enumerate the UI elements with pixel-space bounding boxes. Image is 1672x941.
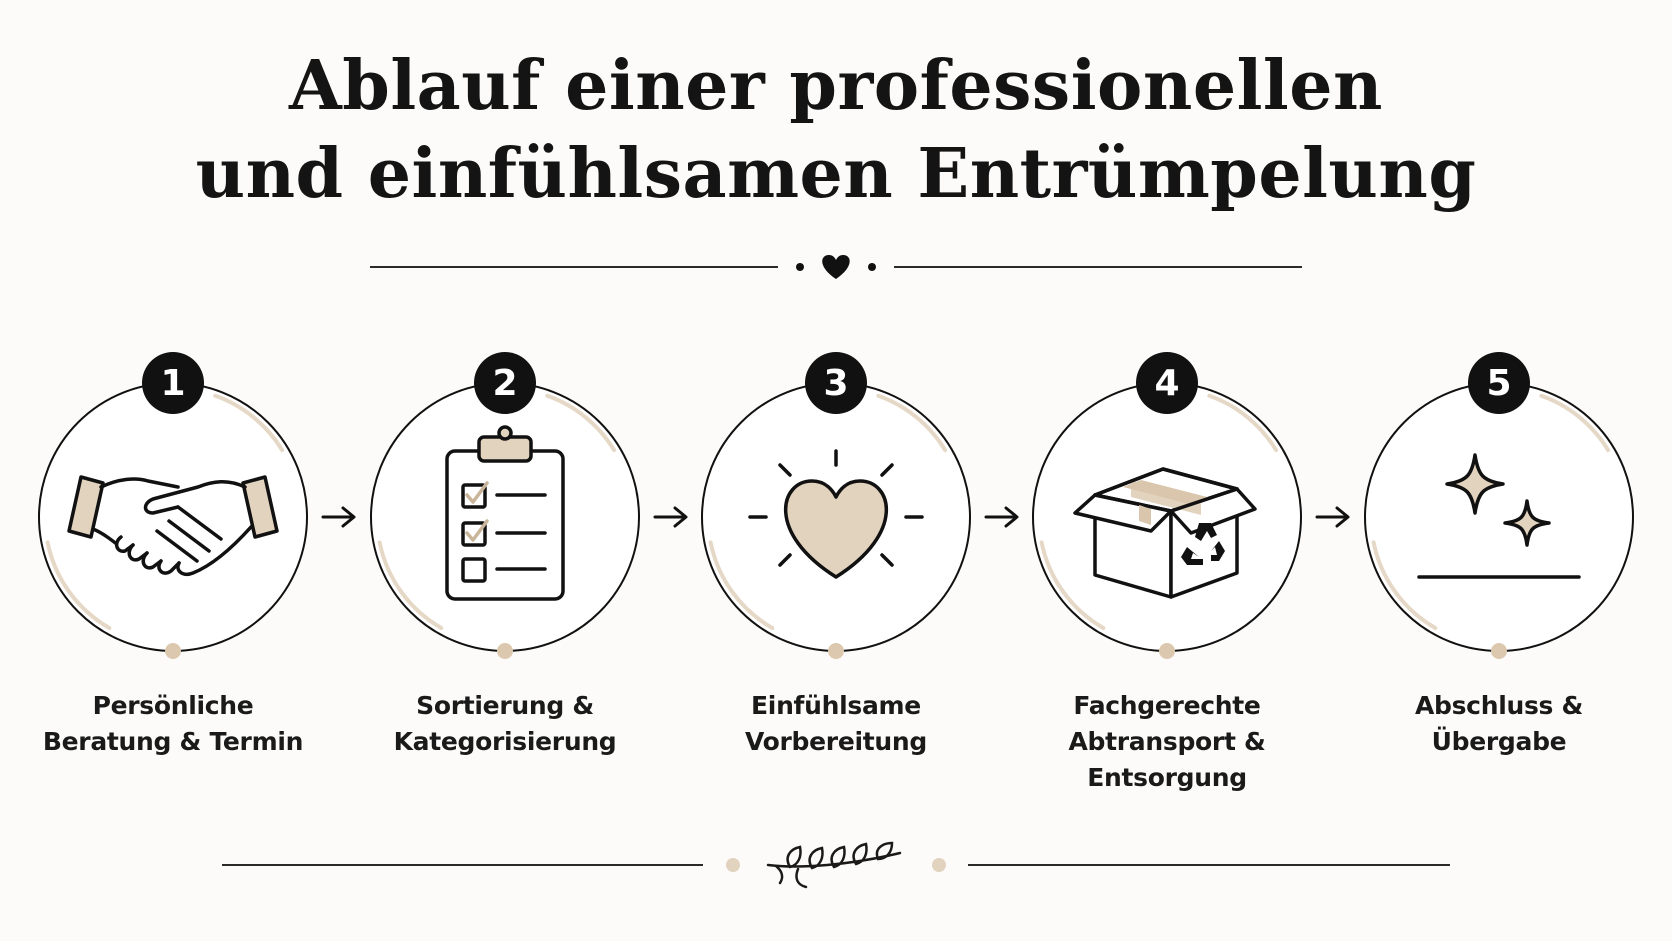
step-label-line: Kategorisierung <box>393 727 617 756</box>
step-number-badge: 2 <box>474 352 536 414</box>
title-line-1: Ablauf einer professionellen <box>289 46 1383 126</box>
step-label: Abschluss & Übergabe <box>1349 688 1649 760</box>
step-number-badge: 1 <box>142 352 204 414</box>
step-label-line: Sortierung & <box>416 691 594 720</box>
step-circle <box>1364 382 1634 659</box>
step-number-badge: 4 <box>1136 352 1198 414</box>
step-label-line: Beratung & Termin <box>42 727 304 756</box>
step-label: Sortierung & Kategorisierung <box>355 688 655 760</box>
arrow-right-icon <box>1315 506 1350 528</box>
step-label-line: Abtransport & <box>1068 727 1266 756</box>
step-label-line: Übergabe <box>1431 727 1567 756</box>
title-line-2: und einfühlsamen Entrümpelung <box>195 134 1477 214</box>
recycling-box-icon <box>1073 467 1257 599</box>
handshake-icon <box>67 475 279 576</box>
clipboard-checklist-icon <box>445 425 565 601</box>
arrow-right-icon <box>321 506 356 528</box>
arrow-right-icon <box>984 506 1018 528</box>
step-number-badge: 3 <box>805 352 867 414</box>
step-label-line: Einfühlsame <box>751 691 921 720</box>
heart-icon <box>822 255 850 279</box>
step-label-line: Abschluss & <box>1414 691 1584 720</box>
step-label-line: Entsorgung <box>1087 763 1247 792</box>
heart-icon <box>748 449 924 579</box>
arrow-right-icon <box>653 506 687 528</box>
step-label-line: Fachgerechte <box>1073 691 1261 720</box>
step-label-line: Persönliche <box>92 691 254 720</box>
top-divider <box>370 255 1302 279</box>
step-number-badge: 5 <box>1468 352 1530 414</box>
sparkles-icon <box>1417 453 1581 579</box>
bottom-divider <box>222 841 1450 889</box>
step-label-line: Vorbereitung <box>744 727 928 756</box>
leaf-branch-icon <box>766 841 902 889</box>
page-title: Ablauf einer professionellen und einfühl… <box>0 42 1672 218</box>
